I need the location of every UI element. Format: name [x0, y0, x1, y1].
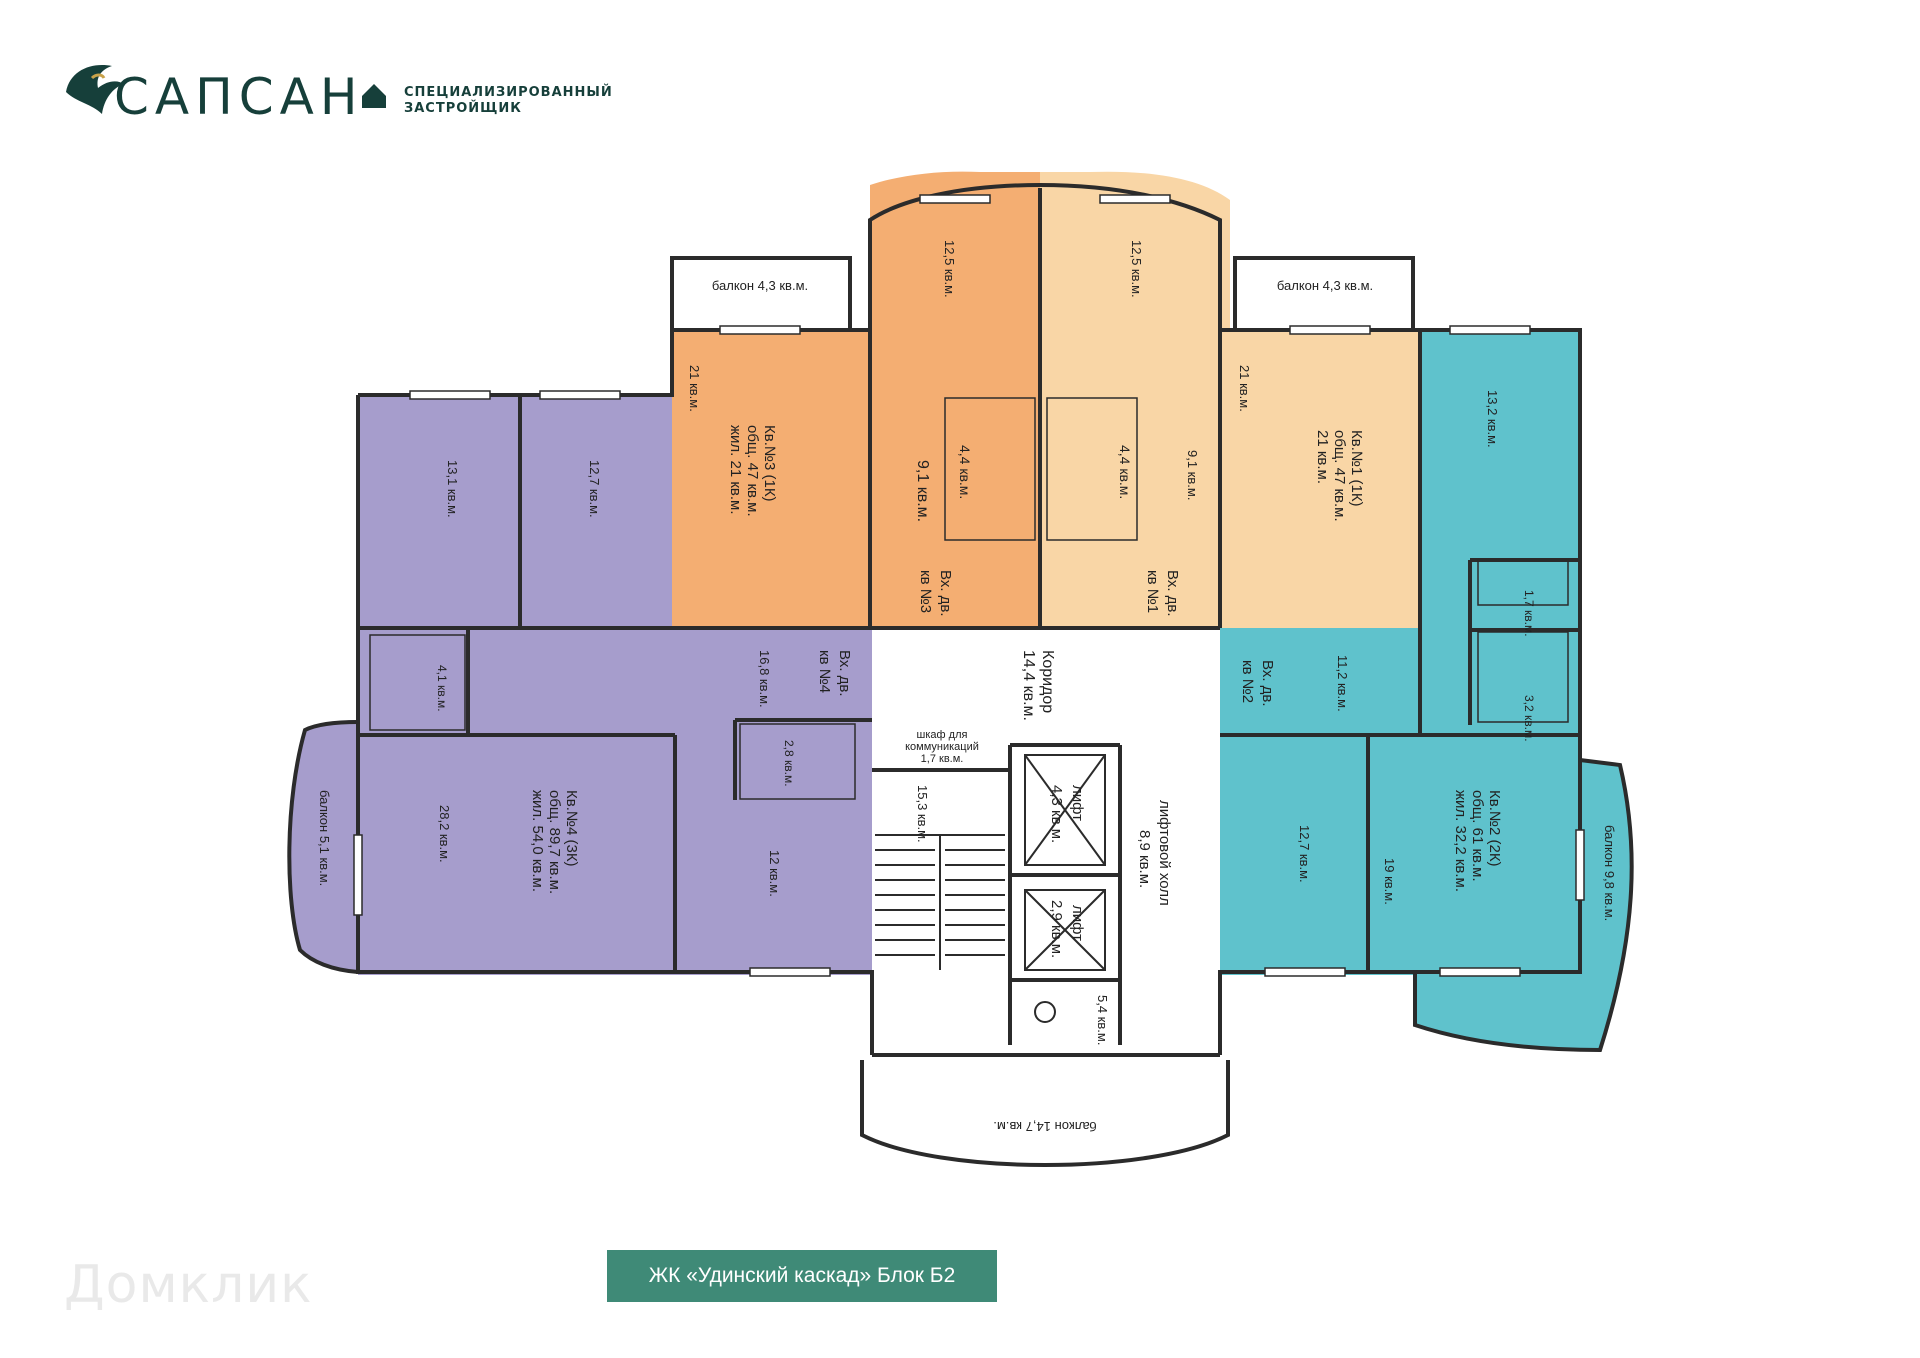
apt4-room-127: 12,7 кв.м. [587, 460, 602, 518]
apt4-wc: 2,8 кв.м. [782, 740, 796, 787]
apt4-bath: 4,1 кв.м. [435, 665, 449, 712]
apt3-summary: Кв.№3 (1К) общ. 47 кв.м. жил. 21 кв.м. [727, 425, 778, 517]
apt2-hall: 11,2 кв.м. [1335, 655, 1350, 712]
apt3-title: Кв.№3 (1К) [761, 425, 778, 502]
apt3-hall: 9,1 кв.м. [914, 460, 931, 522]
tagline-line2: ЗАСТРОЙЩИК [404, 100, 522, 116]
corridor-label: Коридор [1039, 650, 1056, 713]
apt1-bath: 4,4 кв.м. [1117, 445, 1133, 499]
apt2-title: Кв.№2 (2К) [1486, 790, 1503, 867]
apt3-total: общ. 47 кв.м. [744, 425, 761, 517]
room-labels: балкон 4,3 кв.м. балкон 4,3 кв.м. 21 кв.… [317, 240, 1617, 1134]
apt1-room-125: 12,5 кв.м. [1129, 240, 1144, 298]
apt2-total: общ. 61 кв.м. [1469, 790, 1486, 882]
apt2-living: жил. 32,2 кв.м. [1452, 790, 1469, 892]
lift-shafts [1024, 754, 1106, 1023]
balcony-label-right: балкон 4,3 кв.м. [1277, 278, 1373, 293]
logo-text: САПСАН [114, 68, 363, 126]
small-room-area: 5,4 кв.м. [1095, 995, 1110, 1045]
apt4-room-282: 28,2 кв.м. [437, 805, 452, 863]
apt1-hall: 9,1 кв.м. [1185, 450, 1200, 500]
apt4-summary: Кв.№4 (3К) общ. 89,7 кв.м. жил. 54,0 кв.… [529, 790, 580, 894]
apt4-hall: 16,8 кв.м. [757, 650, 772, 708]
apt2-entry-1: Вх. дв. [1259, 660, 1276, 707]
apt2-bath: 3,2 кв.м. [1522, 695, 1536, 742]
apt4-balcony: балкон 5,1 кв.м. [317, 790, 332, 886]
lift1-area: 4,3 кв.м. [1048, 785, 1065, 843]
apt3-room-21: 21 кв.м. [687, 365, 702, 412]
apt2-wc: 1,7 кв.м. [1522, 590, 1536, 637]
closet-line1: шкаф для [917, 729, 968, 741]
apt4-living: жил. 54,0 кв.м. [529, 790, 546, 892]
bathroom-tiles [369, 397, 1569, 800]
apt4-title: Кв.№4 (3К) [563, 790, 580, 867]
apt1-room-21: 21 кв.м. [1237, 365, 1252, 412]
brand-logo: САПСАН СПЕЦИАЛИЗИРОВАННЫЙ ЗАСТРОЙЩИК [66, 65, 613, 126]
apt3-living: жил. 21 кв.м. [727, 425, 744, 515]
stairs [875, 834, 1005, 970]
lift2-area: 2,9 кв.м. [1048, 900, 1065, 958]
apartment-1-zone [1040, 171, 1420, 628]
apt3-bath: 4,4 кв.м. [957, 445, 973, 499]
lift-hall-label: лифтовой холл [1156, 800, 1173, 906]
apt1-entry-1: Вх. дв. [1164, 570, 1181, 617]
apt4-total: общ. 89,7 кв.м. [546, 790, 563, 894]
apt1-living: 21 кв.м. [1314, 430, 1331, 484]
apartment-3-zone [672, 171, 1040, 628]
apt2-room-132: 13,2 кв.м. [1485, 390, 1500, 448]
apt3-entry-1: Вх. дв. [937, 570, 954, 617]
apt1-entry-2: кв №1 [1144, 570, 1161, 613]
falcon-icon [66, 65, 124, 114]
watermark: Домклик [64, 1255, 313, 1315]
lift1-label: лифт [1069, 785, 1086, 821]
lift-hall-area: 8,9 кв.м. [1136, 830, 1153, 888]
lift2-label: лифт [1069, 905, 1086, 941]
house-icon [362, 84, 386, 108]
windows [353, 194, 1585, 977]
apt2-balcony: балкон 9,8 кв.м. [1602, 825, 1617, 921]
apt3-room-125: 12,5 кв.м. [942, 240, 957, 298]
apt3-entry-2: кв №3 [917, 570, 934, 613]
apt1-summary: Кв.№1 (1К) общ. 47 кв.м. 21 кв.м. [1314, 430, 1365, 522]
apartment-4-zone [288, 395, 872, 975]
apt4-entry-1: Вх. дв. [836, 650, 853, 697]
apt4-room-12: 12 кв.м. [767, 850, 782, 897]
closet-line3: 1,7 кв.м. [921, 753, 964, 765]
apt4-room-131: 13,1 кв.м. [445, 460, 460, 518]
project-caption: ЖК «Удинский каскад» Блок Б2 [607, 1250, 997, 1302]
apt1-total: общ. 47 кв.м. [1331, 430, 1348, 522]
apartment-2-zone [1220, 330, 1632, 1050]
apt2-room-19: 19 кв.м. [1382, 858, 1397, 905]
apt2-entry-2: кв №2 [1239, 660, 1256, 703]
apt2-room-127: 12,7 кв.м. [1297, 825, 1312, 883]
corridor-area: 14,4 кв.м. [1020, 650, 1037, 721]
tagline-line1: СПЕЦИАЛИЗИРОВАННЫЙ [404, 84, 613, 100]
apt1-title: Кв.№1 (1К) [1348, 430, 1365, 507]
apt2-summary: Кв.№2 (2К) общ. 61 кв.м. жил. 32,2 кв.м. [1452, 790, 1503, 892]
stair-area: 15,3 кв.м. [915, 785, 930, 843]
common-area [862, 628, 1228, 1165]
apt4-entry-2: кв №4 [816, 650, 833, 693]
bottom-balcony: балкон 14,7 кв.м. [993, 1119, 1097, 1134]
balcony-label-left: балкон 4,3 кв.м. [712, 278, 808, 293]
walls [287, 182, 1634, 1167]
closet-line2: коммуникаций [905, 741, 979, 753]
